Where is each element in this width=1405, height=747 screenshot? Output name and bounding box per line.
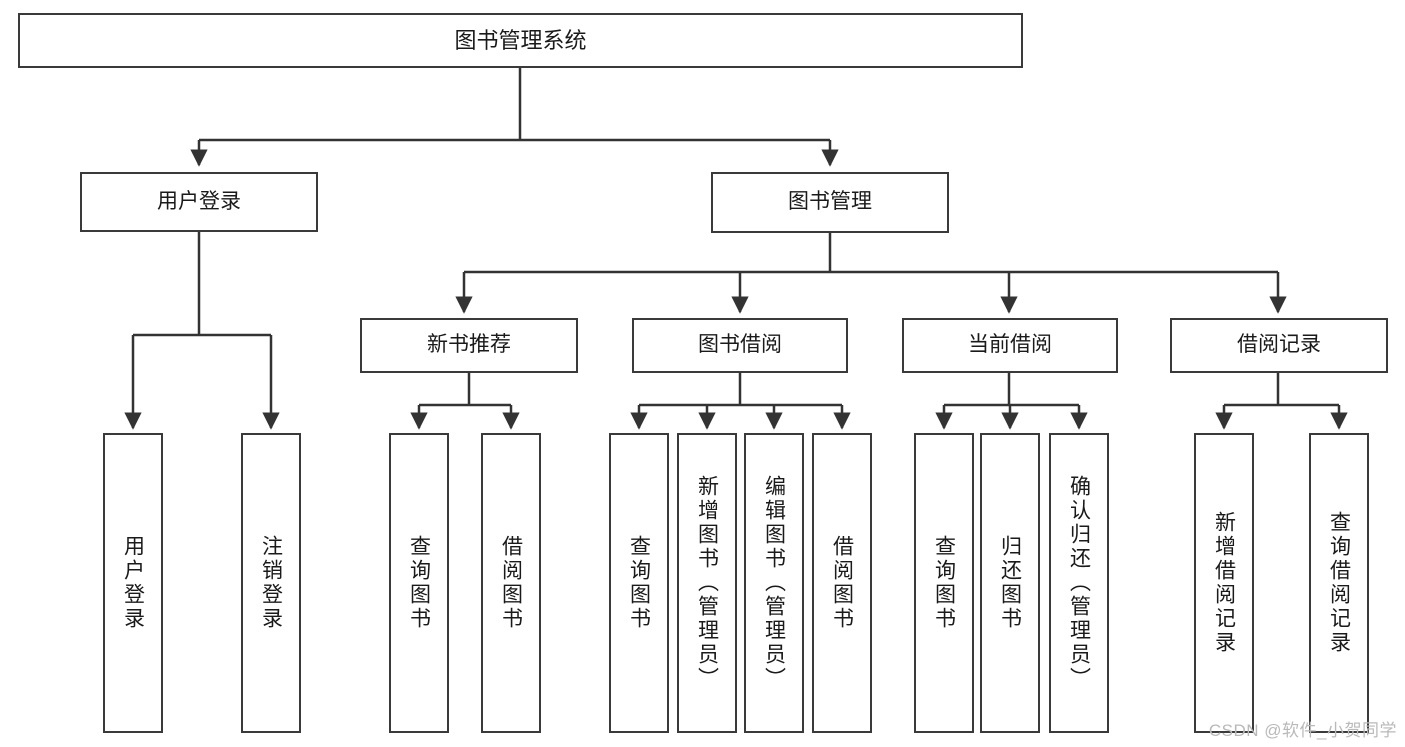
node-label: 查询借阅记录 bbox=[1327, 511, 1351, 655]
node-label: 借阅图书 bbox=[499, 535, 523, 631]
node-leaf-confirm-return-admin[interactable]: 确认归还（管理员） bbox=[1049, 433, 1109, 733]
node-label: 当前借阅 bbox=[968, 333, 1052, 357]
node-label: 图书借阅 bbox=[698, 333, 782, 357]
node-label: 新书推荐 bbox=[427, 333, 511, 357]
node-leaf-add-book-admin[interactable]: 新增图书（管理员） bbox=[677, 433, 737, 733]
node-leaf-add-borrow-record[interactable]: 新增借阅记录 bbox=[1194, 433, 1254, 733]
node-root-book-management-system[interactable]: 图书管理系统 bbox=[18, 13, 1023, 68]
node-label: 用户登录 bbox=[157, 189, 241, 213]
node-current-borrowing[interactable]: 当前借阅 bbox=[902, 318, 1118, 373]
node-label: 新增借阅记录 bbox=[1212, 511, 1236, 655]
node-user-login[interactable]: 用户登录 bbox=[80, 172, 318, 232]
node-new-book-recommendation[interactable]: 新书推荐 bbox=[360, 318, 578, 373]
node-leaf-query-book-borrow[interactable]: 查询图书 bbox=[609, 433, 669, 733]
node-book-borrowing[interactable]: 图书借阅 bbox=[632, 318, 848, 373]
node-label: 查询图书 bbox=[627, 535, 651, 631]
node-label: 用户登录 bbox=[121, 535, 145, 631]
node-label: 编辑图书（管理员） bbox=[762, 475, 786, 691]
node-leaf-logout[interactable]: 注销登录 bbox=[241, 433, 301, 733]
node-leaf-query-book-newbook[interactable]: 查询图书 bbox=[389, 433, 449, 733]
node-label: 新增图书（管理员） bbox=[695, 475, 719, 691]
node-leaf-borrow-book-newbook[interactable]: 借阅图书 bbox=[481, 433, 541, 733]
watermark-text: CSDN @软件_小贺同学 bbox=[1208, 721, 1397, 740]
node-label: 查询图书 bbox=[407, 535, 431, 631]
node-label: 注销登录 bbox=[259, 535, 283, 631]
node-label: 图书管理系统 bbox=[454, 27, 587, 53]
node-label: 图书管理 bbox=[788, 190, 872, 214]
node-leaf-user-login[interactable]: 用户登录 bbox=[103, 433, 163, 733]
node-borrow-records[interactable]: 借阅记录 bbox=[1170, 318, 1388, 373]
node-leaf-borrow-book[interactable]: 借阅图书 bbox=[812, 433, 872, 733]
node-book-management[interactable]: 图书管理 bbox=[711, 172, 949, 233]
node-label: 借阅图书 bbox=[830, 535, 854, 631]
node-label: 确认归还（管理员） bbox=[1067, 475, 1091, 691]
node-label: 借阅记录 bbox=[1237, 333, 1321, 357]
node-leaf-edit-book-admin[interactable]: 编辑图书（管理员） bbox=[744, 433, 804, 733]
node-leaf-query-borrow-record[interactable]: 查询借阅记录 bbox=[1309, 433, 1369, 733]
node-leaf-return-book[interactable]: 归还图书 bbox=[980, 433, 1040, 733]
node-leaf-query-book-current[interactable]: 查询图书 bbox=[914, 433, 974, 733]
node-label: 查询图书 bbox=[932, 535, 956, 631]
node-label: 归还图书 bbox=[998, 535, 1022, 631]
